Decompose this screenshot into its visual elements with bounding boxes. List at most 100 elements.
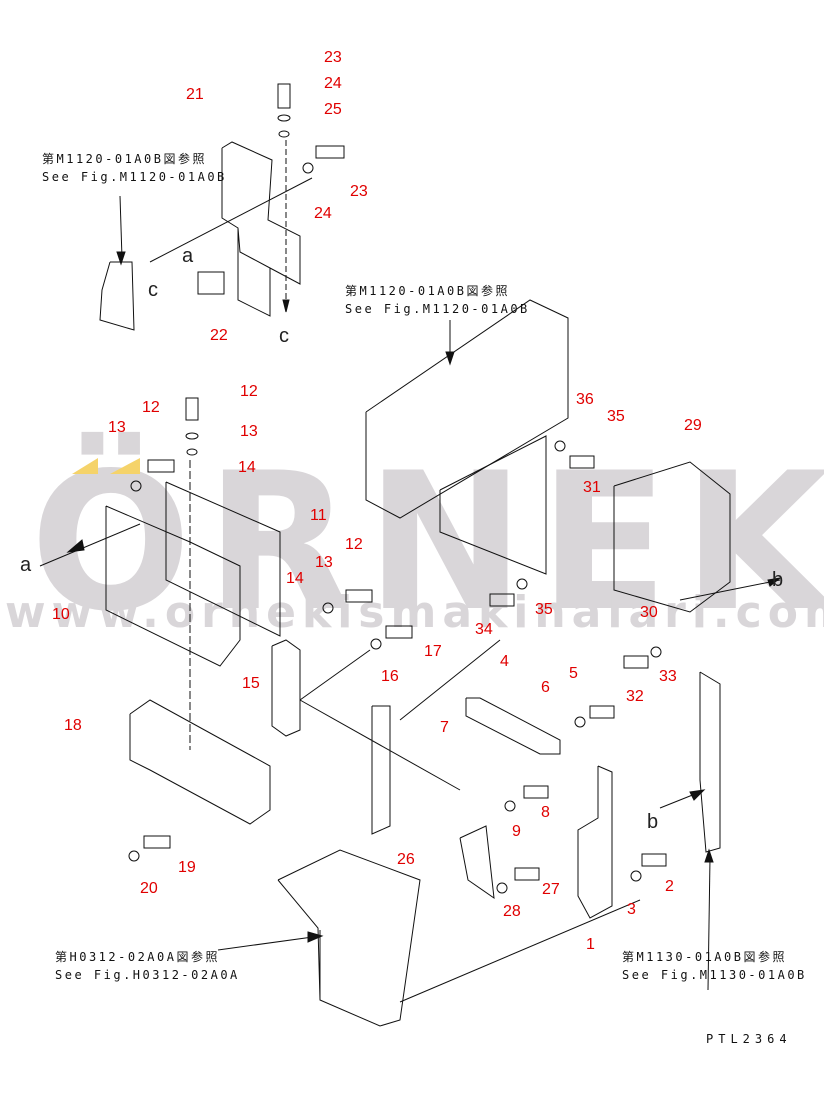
- arrowhead-icon: [66, 539, 85, 553]
- bolt-group: [128, 83, 667, 894]
- figure-reference: 第M1130-01A0B図参照 See Fig.M1130-01A0B: [622, 948, 807, 984]
- part-base-stand: [277, 849, 421, 1027]
- callout-29: 29: [684, 417, 702, 434]
- callout-13: 13: [240, 423, 258, 440]
- view-letter-b: b: [647, 811, 659, 833]
- view-letter-a: a: [20, 554, 32, 576]
- arrowhead-icon: [445, 351, 455, 366]
- arrowhead-icon: [307, 931, 324, 943]
- callout-33: 33: [659, 668, 677, 685]
- callout-7: 7: [440, 719, 449, 736]
- reference-en: See Fig.M1120-01A0B: [345, 302, 530, 316]
- reference-jp: 第M1130-01A0B図参照: [622, 950, 787, 964]
- callout-35: 35: [607, 408, 625, 425]
- arrowhead-icon: [767, 577, 782, 587]
- arrowhead-icon: [704, 848, 714, 863]
- leader-line: [299, 699, 461, 791]
- leader-line: [149, 177, 313, 263]
- callout-6: 6: [541, 679, 550, 696]
- callout-2: 2: [665, 878, 674, 895]
- leader-line: [217, 935, 321, 951]
- view-letter-c: c: [279, 325, 289, 347]
- callout-1: 1: [586, 936, 595, 953]
- callout-24: 24: [324, 75, 342, 92]
- callout-30: 30: [640, 604, 658, 621]
- reference-en: See Fig.H0312-02A0A: [55, 968, 240, 982]
- part-7-bracket: [371, 705, 391, 835]
- callout-12: 12: [240, 383, 258, 400]
- watermark-accent-right: [110, 458, 140, 474]
- part-1-bracket: [577, 765, 613, 919]
- leader-line: [299, 649, 371, 701]
- part-26-plate: [459, 825, 495, 900]
- part-21-bracket: [221, 141, 301, 317]
- leader-line: [119, 195, 123, 259]
- leader-line: [679, 579, 781, 601]
- figure-reference: 第M1120-01A0B図参照 See Fig.M1120-01A0B: [345, 282, 530, 318]
- callout-11: 11: [310, 507, 327, 524]
- watermark-logo: ÖRNEK: [30, 432, 824, 653]
- part-22-block: [197, 271, 225, 295]
- callout-8: 8: [541, 804, 550, 821]
- drawing-id: PTL2364: [706, 1032, 792, 1046]
- part-ref-bracket: [99, 261, 135, 331]
- callout-35: 35: [535, 601, 553, 618]
- view-letter-b: b: [772, 569, 784, 591]
- part-15-bracket: [271, 639, 301, 737]
- figure-reference: 第M1120-01A0B図参照 See Fig.M1120-01A0B: [42, 150, 227, 186]
- leader-line: [707, 857, 711, 991]
- part-30-duct: [613, 461, 731, 613]
- callout-12: 12: [345, 536, 363, 553]
- reference-en: See Fig.M1130-01A0B: [622, 968, 807, 982]
- callout-31: 31: [583, 479, 601, 496]
- callout-27: 27: [542, 881, 560, 898]
- part-34-plate: [439, 435, 547, 575]
- reference-jp: 第M1120-01A0B図参照: [345, 284, 510, 298]
- callout-4: 4: [500, 653, 509, 670]
- leader-line: [399, 639, 501, 721]
- callout-36: 36: [576, 391, 594, 408]
- callout-13: 13: [315, 554, 333, 571]
- callout-24: 24: [314, 205, 332, 222]
- callout-23: 23: [350, 183, 368, 200]
- figure-reference: 第H0312-02A0A図参照 See Fig.H0312-02A0A: [55, 948, 240, 984]
- callout-12: 12: [142, 399, 160, 416]
- callout-34: 34: [475, 621, 493, 638]
- callout-28: 28: [503, 903, 521, 920]
- callout-19: 19: [178, 859, 196, 876]
- callout-3: 3: [627, 901, 636, 918]
- callout-5: 5: [569, 665, 578, 682]
- leader-line: [39, 523, 141, 567]
- part-upper-frame: [365, 299, 569, 519]
- arrowhead-icon: [116, 251, 126, 266]
- part-11-panel: [165, 481, 281, 637]
- callout-14: 14: [286, 570, 304, 587]
- callout-15: 15: [242, 675, 260, 692]
- view-letter-a: a: [182, 245, 194, 267]
- callout-10: 10: [52, 606, 70, 623]
- callout-14: 14: [238, 459, 256, 476]
- arrowhead-icon: [282, 299, 290, 313]
- callout-16: 16: [381, 668, 399, 685]
- reference-jp: 第M1120-01A0B図参照: [42, 152, 207, 166]
- watermark-url: www.ornekismakinalari.com.tr: [5, 587, 824, 638]
- watermark-accent-left: [72, 458, 98, 474]
- view-letter-c: c: [148, 279, 158, 301]
- callout-22: 22: [210, 327, 228, 344]
- callout-23: 23: [324, 49, 342, 66]
- callout-20: 20: [140, 880, 158, 897]
- callout-26: 26: [397, 851, 415, 868]
- callout-9: 9: [512, 823, 521, 840]
- callout-13: 13: [108, 419, 126, 436]
- reference-en: See Fig.M1120-01A0B: [42, 170, 227, 184]
- callout-18: 18: [64, 717, 82, 734]
- reference-jp: 第H0312-02A0A図参照: [55, 950, 220, 964]
- part-4-bracket: [465, 697, 561, 755]
- leader-line: [399, 899, 641, 1003]
- callout-17: 17: [424, 643, 442, 660]
- callout-25: 25: [324, 101, 342, 118]
- callout-32: 32: [626, 688, 644, 705]
- part-right-frame: [699, 671, 721, 853]
